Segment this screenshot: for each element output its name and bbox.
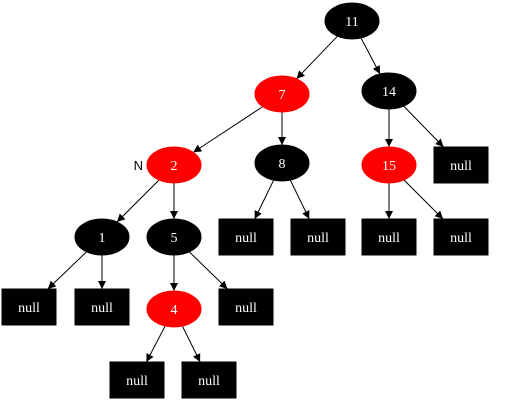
tree-node-null5r: null xyxy=(218,288,274,326)
node-ellipse xyxy=(254,75,310,113)
null-leaf-box xyxy=(433,146,489,184)
edges-layer xyxy=(47,35,444,363)
node-label: 4 xyxy=(171,303,178,318)
null-leaf-box xyxy=(74,288,130,326)
tree-node-n8: 8 xyxy=(254,144,310,182)
edge-n4-null4l xyxy=(145,325,166,363)
node-ellipse xyxy=(146,218,202,256)
node-label: 15 xyxy=(382,159,396,174)
tree-node-null14r: null xyxy=(433,146,489,184)
tree-node-null4l: null xyxy=(109,361,165,399)
node-label: 7 xyxy=(279,88,286,103)
null-leaf-box xyxy=(218,218,274,256)
tree-node-null15r: null xyxy=(433,218,489,256)
edge-n5-null5r xyxy=(188,251,228,290)
edge-n8-null8l xyxy=(254,179,275,220)
edge-n2-n1 xyxy=(116,179,160,223)
node-ellipse xyxy=(361,146,417,184)
tree-node-n5: 5 xyxy=(146,218,202,256)
tree-node-null15l: null xyxy=(361,218,417,256)
node-label: null xyxy=(378,231,400,246)
null-leaf-box xyxy=(361,218,417,256)
null-leaf-box xyxy=(433,218,489,256)
edge-n1-null1l xyxy=(47,251,87,290)
node-ellipse xyxy=(361,72,417,110)
node-label: 14 xyxy=(382,85,396,100)
node-label: 8 xyxy=(279,157,286,172)
node-label: 5 xyxy=(171,231,178,246)
node-label: null xyxy=(126,374,148,389)
tree-node-null8r: null xyxy=(290,218,346,256)
edge-n14-null14r xyxy=(403,105,444,148)
node-label: null xyxy=(198,374,220,389)
node-label: null xyxy=(307,231,329,246)
node-label: null xyxy=(235,231,257,246)
tree-node-null1r: null xyxy=(74,288,130,326)
edge-n15-null15r xyxy=(403,179,444,220)
tree-node-null8l: null xyxy=(218,218,274,256)
edge-n4-null4r xyxy=(181,325,201,363)
node-annotation: N xyxy=(134,158,143,173)
null-leaf-box xyxy=(1,288,57,326)
node-label: null xyxy=(450,159,472,174)
tree-node-n7: 7 xyxy=(254,75,310,113)
node-label: null xyxy=(91,301,113,316)
node-label: null xyxy=(450,231,472,246)
node-ellipse xyxy=(146,146,202,184)
tree-node-n4: 4 xyxy=(146,290,202,328)
tree-node-null4r: null xyxy=(181,361,237,399)
null-leaf-box xyxy=(109,361,165,399)
node-label: null xyxy=(235,301,257,316)
node-ellipse xyxy=(74,218,130,256)
tree-node-n14: 14 xyxy=(361,72,417,110)
node-ellipse xyxy=(324,2,380,40)
null-leaf-box xyxy=(290,218,346,256)
edge-n11-n14 xyxy=(360,37,381,75)
null-leaf-box xyxy=(181,361,237,399)
node-label: 2 xyxy=(171,159,178,174)
null-leaf-box xyxy=(218,288,274,326)
tree-node-n15: 15 xyxy=(361,146,417,184)
edge-n11-n7 xyxy=(296,35,338,80)
edge-n7-n2 xyxy=(192,106,264,153)
tree-node-n1: 1 xyxy=(74,218,130,256)
node-label: null xyxy=(18,301,40,316)
tree-node-n2: 2N xyxy=(134,146,202,184)
node-ellipse xyxy=(146,290,202,328)
node-ellipse xyxy=(254,144,310,182)
tree-node-n11: 11 xyxy=(324,2,380,40)
node-label: 11 xyxy=(345,15,358,30)
tree-node-null1l: null xyxy=(1,288,57,326)
edge-n8-null8r xyxy=(289,179,310,220)
node-label: 1 xyxy=(99,231,106,246)
